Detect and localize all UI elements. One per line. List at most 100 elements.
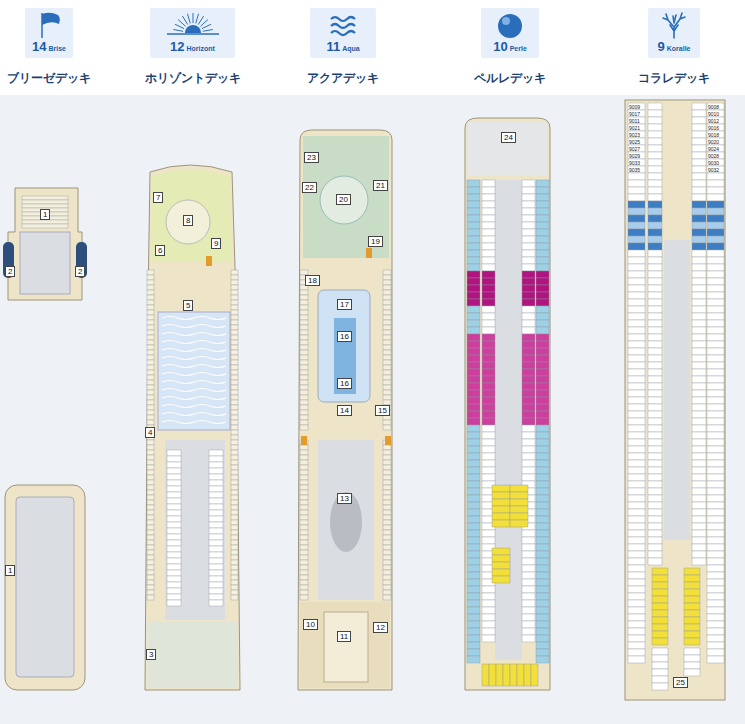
deck-9: [648, 530, 662, 537]
deck-10: [522, 376, 535, 383]
deck-9: [628, 439, 645, 446]
callout-number: 15: [378, 406, 387, 415]
deck-10: [482, 201, 495, 208]
deck-9: [692, 215, 706, 222]
deck-9: [648, 166, 662, 173]
deck-12: [231, 380, 238, 385]
deck-9: [648, 474, 662, 481]
deck-12: [231, 445, 238, 450]
deck-9: [648, 439, 662, 446]
deck-10: [467, 460, 480, 467]
deck-9: [648, 390, 662, 397]
deck-12: [147, 370, 154, 375]
deck-12: [147, 550, 154, 555]
deck-10: [536, 208, 549, 215]
deck-11: [383, 460, 391, 465]
deck-11: [300, 400, 308, 405]
deck-12: [209, 522, 223, 528]
deck-9: [707, 376, 724, 383]
deck-9: [628, 453, 645, 460]
deck-9: [648, 180, 662, 187]
deck-9: [692, 145, 706, 152]
deck-9: [707, 404, 724, 411]
deck-12: [231, 330, 238, 335]
deck-9: [707, 642, 724, 649]
deck-12: [167, 474, 181, 480]
deck-10: [536, 187, 549, 194]
deck-9: [707, 551, 724, 558]
deck-10: [467, 180, 480, 187]
deck-9: [628, 243, 645, 250]
deck-10: [510, 492, 528, 499]
deck-9: [707, 278, 724, 285]
deck-12: [162, 357, 226, 360]
deck-9: [707, 131, 724, 138]
deck-9: [692, 488, 706, 495]
deck-9: [628, 383, 645, 390]
deck-10: [522, 355, 535, 362]
deck-12: [147, 355, 154, 360]
deck-12: [231, 310, 238, 315]
deck-9: [648, 355, 662, 362]
deck-12: [209, 504, 223, 510]
deck-9: [648, 145, 662, 152]
deck-9: [652, 655, 668, 662]
deck-11: [300, 365, 308, 370]
deck-9: [707, 481, 724, 488]
deck-9: [628, 159, 645, 166]
deck-10: [467, 607, 480, 614]
deck-9: [707, 103, 724, 110]
deck-12: [209, 540, 223, 546]
deck-11: [300, 470, 308, 475]
deck-11: [300, 325, 308, 330]
deck-9: [692, 355, 706, 362]
deck-11: [383, 495, 391, 500]
deck-10: [522, 572, 535, 579]
deck-9: [652, 683, 668, 690]
deck-10: [467, 243, 480, 250]
deck-9: [628, 306, 645, 313]
deck-10: [531, 664, 538, 686]
deck-9: [648, 432, 662, 439]
cabin-number: 9017: [629, 111, 640, 117]
deck-11: [383, 420, 391, 425]
callout-number: 23: [307, 153, 316, 162]
callout-box: 9: [211, 238, 221, 249]
callout-number: 9: [214, 239, 218, 248]
deck-10: [467, 481, 480, 488]
deck-10: [482, 271, 495, 278]
deck-9: [628, 558, 645, 565]
deck-10: [482, 180, 495, 187]
deck-9: [692, 166, 706, 173]
deck-10: [482, 285, 495, 292]
deck-10: [536, 341, 549, 348]
deck-10: [467, 334, 480, 341]
deck-9: [628, 495, 645, 502]
deck-9: [707, 446, 724, 453]
deck-title-jp: アクアデッキ: [307, 70, 379, 87]
deck-10: [467, 516, 480, 523]
deck-9: [707, 250, 724, 257]
deck-12: [231, 460, 238, 465]
deck-11: [300, 602, 390, 688]
deck-11: [318, 440, 374, 600]
deck-10: [536, 299, 549, 306]
deck-10: [492, 492, 510, 499]
deck-9: [707, 495, 724, 502]
deck-10: [522, 530, 535, 537]
deck-9: [707, 656, 724, 663]
deck-9: [628, 432, 645, 439]
deck-9: [648, 292, 662, 299]
deck-9: [648, 404, 662, 411]
deck-10: [536, 628, 549, 635]
deck-9: [692, 509, 706, 516]
deck-9: [692, 103, 706, 110]
deck-11: [383, 475, 391, 480]
deck-9: [628, 187, 645, 194]
deck-11: [300, 520, 308, 525]
deck-9: [707, 327, 724, 334]
callout-box: 25: [673, 677, 688, 688]
deck-12: [167, 456, 181, 462]
deck-10: [536, 306, 549, 313]
deck-10: [536, 656, 549, 663]
